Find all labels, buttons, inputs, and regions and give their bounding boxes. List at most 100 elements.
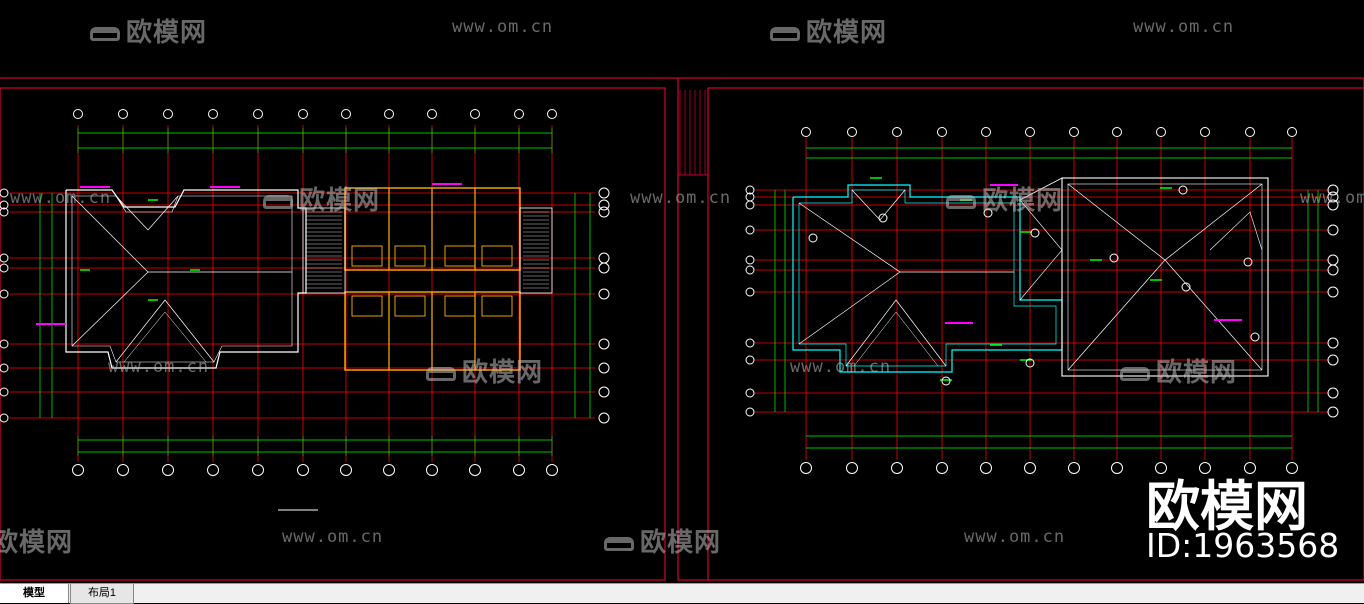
watermark-url: www.om.cn: [10, 188, 112, 208]
axis-bubble: [598, 262, 610, 274]
axis-bubble: [1327, 387, 1339, 399]
axis-bubble: [0, 200, 9, 210]
axis-bubble: [745, 185, 755, 195]
axis-bubble: [1245, 127, 1255, 137]
axis-bubble: [547, 109, 557, 119]
level-marker: [941, 376, 951, 386]
axis-bubble: [891, 462, 903, 474]
roof-hip-line: [851, 189, 906, 221]
left-sheet-frame: [0, 87, 666, 581]
axis-bubble: [745, 407, 755, 417]
axis-bubble: [1111, 462, 1123, 474]
axis-bubble: [252, 464, 264, 476]
sofa-logo-icon: [770, 26, 800, 41]
level-marker: [878, 213, 888, 223]
axis-bubble: [207, 464, 219, 476]
tab-layout-1[interactable]: 布局1: [70, 584, 134, 604]
axis-bubble: [469, 464, 481, 476]
roof-hip-line: [71, 271, 149, 347]
axis-bubble: [163, 109, 173, 119]
axis-bubble: [598, 252, 610, 264]
axis-bubble: [253, 109, 263, 119]
axis-bubble: [426, 464, 438, 476]
axis-bubble: [745, 388, 755, 398]
level-marker: [1181, 282, 1191, 292]
watermark-brand: 欧模网: [604, 522, 721, 559]
roof-hip-line: [798, 271, 901, 345]
axis-bubble: [936, 462, 948, 474]
axis-bubble: [297, 464, 309, 476]
axis-bubble: [598, 187, 610, 199]
axis-bubble: [208, 109, 218, 119]
watermark-brand: 欧模网: [946, 180, 1063, 217]
right-sheet-inner-frame: [707, 87, 1364, 581]
watermark-url: www.om.cn: [790, 357, 892, 377]
layout-tab-bar: 模型 布局1: [0, 583, 1364, 604]
axis-bubble: [0, 207, 9, 217]
watermark-brand: 欧模网: [770, 12, 887, 49]
watermark-url: www.om.cn: [282, 527, 384, 547]
fixture-box: [394, 295, 426, 317]
axis-bubble: [427, 109, 437, 119]
roof-hip-line: [115, 195, 179, 231]
axis-bubble: [340, 464, 352, 476]
axis-bubble: [800, 462, 812, 474]
axis-bubble: [0, 387, 9, 397]
roof-hip-line: [1067, 259, 1263, 371]
axis-bubble: [745, 265, 755, 275]
watermark-url: www.om.cn: [108, 357, 210, 377]
right-roof-block: [1061, 177, 1269, 377]
sofa-logo-icon: [90, 26, 120, 41]
axis-bubble: [1327, 224, 1339, 236]
sofa-logo-icon: [263, 194, 293, 209]
level-marker: [1250, 332, 1260, 342]
fixture-box: [351, 245, 383, 267]
axis-bubble: [0, 289, 9, 299]
fixture-box: [481, 295, 513, 317]
axis-bubble: [470, 109, 480, 119]
level-marker: [1025, 358, 1035, 368]
axis-bubble: [598, 362, 610, 374]
fixture-box: [394, 245, 426, 267]
tab-model[interactable]: 模型: [0, 584, 69, 603]
fixture-box: [444, 245, 476, 267]
axis-bubble: [598, 288, 610, 300]
axis-bubble: [981, 127, 991, 137]
axis-bubble: [162, 464, 174, 476]
axis-bubble: [513, 464, 525, 476]
axis-bubble: [0, 188, 9, 198]
axis-bubble: [745, 225, 755, 235]
sofa-logo-icon: [426, 366, 456, 381]
roof-parapet-inner: [798, 189, 1057, 367]
watermark-url: www.om.cn: [630, 188, 732, 208]
axis-bubble: [598, 386, 610, 398]
roof-hip-line: [115, 299, 215, 363]
axis-bubble: [383, 464, 395, 476]
axis-bubble: [72, 464, 84, 476]
roof-hip-line: [845, 299, 947, 367]
drawing-viewport[interactable]: 欧模网 www.om.cn 欧模网 www.om.cn www.om.cn 欧模…: [0, 0, 1364, 583]
axis-bubble: [1327, 184, 1339, 196]
fixture-box: [351, 295, 383, 317]
axis-bubble: [980, 462, 992, 474]
axis-bubble: [846, 462, 858, 474]
axis-bubble: [546, 464, 558, 476]
axis-bubble: [892, 127, 902, 137]
axis-bubble: [745, 200, 755, 210]
axis-bubble: [341, 109, 351, 119]
axis-bubble: [0, 363, 9, 373]
axis-bubble: [0, 253, 9, 263]
axis-bubble: [0, 413, 9, 423]
level-marker: [1030, 228, 1040, 238]
axis-bubble: [1287, 127, 1297, 137]
axis-bubble: [1286, 462, 1298, 474]
axis-bubble: [117, 464, 129, 476]
roof-hip-line: [853, 311, 939, 367]
axis-bubble: [1025, 127, 1035, 137]
roof-hip-line: [1019, 177, 1063, 201]
axis-bubble: [1156, 127, 1166, 137]
watermark-brand: 欧模网: [263, 180, 380, 217]
watermark-brand: 欧模网: [0, 528, 74, 558]
axis-bubble: [1327, 191, 1339, 203]
right-roof-block-inner: [1067, 183, 1263, 371]
